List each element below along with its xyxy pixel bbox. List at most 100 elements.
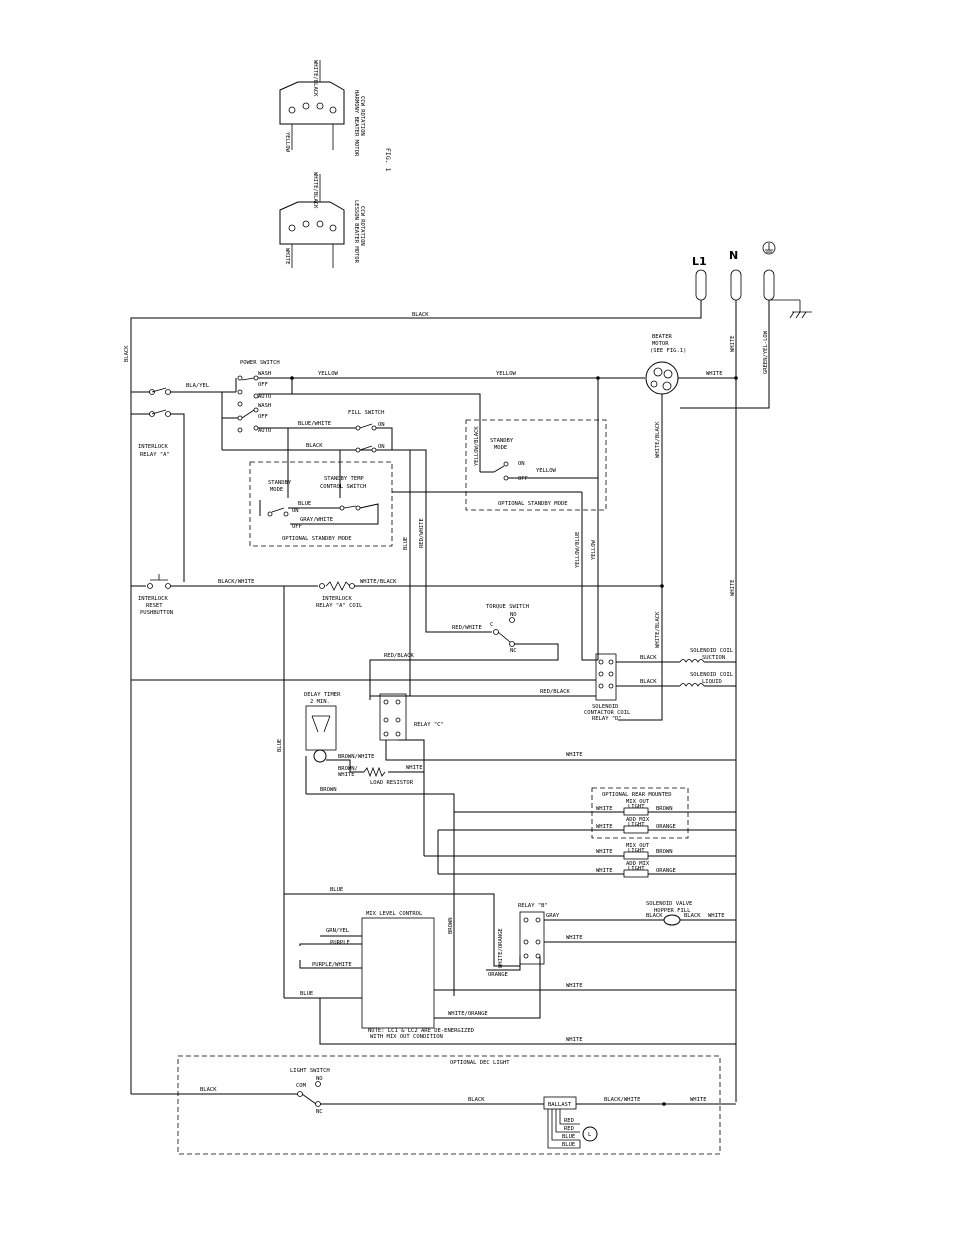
standby-left-box-label: OPTIONAL STANDBY MODE — [282, 536, 352, 542]
wire-black-dec: BLACK — [200, 1087, 217, 1093]
sol-liquid-l2: LIQUID — [702, 679, 722, 685]
wire-white-valve: WHITE — [708, 913, 725, 919]
light-1-l1: MIX OUT — [626, 799, 650, 805]
wire-red-1: RED — [564, 1118, 574, 1124]
delay-l1: DELAY TIMER — [304, 692, 341, 698]
wire-black-fill: BLACK — [306, 443, 323, 449]
power-auto-2: AUTO — [258, 428, 271, 434]
wire-red-black-1: RED/BLACK — [384, 653, 414, 659]
wire-white-right: WHITE — [730, 579, 736, 596]
harmony-subtitle: CCW ROTATION — [359, 96, 365, 136]
beater-line2: MOTOR — [652, 341, 669, 347]
fig-1-details: FIG. 1 YELLOW WHITE/BLACK HARMONY BEATER… — [279, 60, 392, 268]
power-wash-2: WASH — [258, 403, 271, 409]
solenoid-valve-l1: SOLENOID VALVE — [646, 901, 692, 907]
wire-white-long: WHITE — [566, 752, 583, 758]
standby-left-on: ON — [292, 508, 299, 514]
sol-suction-l1: SOLENOID COIL — [690, 648, 734, 654]
fill-on-1: ON — [378, 422, 385, 428]
wire-black-white: BLACK/WHITE — [218, 579, 254, 585]
wire-blue-1: BLUE — [562, 1134, 575, 1140]
wire-white-l3: WHITE — [596, 849, 613, 855]
wire-white-black-coil: WHITE/BLACK — [360, 579, 397, 585]
wire-red-black-2: RED/BLACK — [540, 689, 570, 695]
wire-white-black-beater-2: WHITE/BLACK — [655, 611, 661, 648]
harmony-wire-left: YELLOW — [284, 132, 290, 153]
power-switch-title: POWER SWITCH — [240, 360, 280, 366]
reset-l1: INTERLOCK — [138, 596, 168, 602]
wire-white-l2: WHITE — [596, 824, 613, 830]
wire-white-beater: WHITE — [706, 371, 723, 377]
wire-brown: BROWN — [320, 787, 337, 793]
light-4-l1: ADD MIX — [626, 861, 650, 867]
interlock-relay-label: INTERLOCK — [138, 444, 168, 450]
standby-line2: MODE — [494, 445, 507, 451]
wire-white-n: WHITE — [730, 335, 736, 352]
standby-off: OFF — [518, 476, 528, 482]
beater-motor-icon — [645, 361, 679, 395]
wire-black-ballast: BLACK — [468, 1097, 485, 1103]
wire-yellow-blue: YELLOW/BLUE — [575, 532, 581, 568]
wire-blue-2: BLUE — [562, 1142, 575, 1148]
power-wash-1: WASH — [258, 371, 271, 377]
harmony-title: HARMONY BEATER MOTOR — [353, 90, 359, 157]
harmony-wire-right: WHITE/BLACK — [312, 60, 318, 97]
wire-blue-mix: BLUE — [300, 991, 313, 997]
reset-l3: PUSHBUTTON — [140, 610, 173, 616]
standby-left-mode2: MODE — [270, 487, 283, 493]
wire-yellow-standby: YELLOW — [536, 468, 557, 474]
wire-white-relayb: WHITE — [566, 935, 583, 941]
interlock-relay-label-2: RELAY "A" — [140, 452, 170, 458]
lesson-title: LESSON BEATER MOTOR — [353, 200, 359, 264]
mix-note1: NOTE: LC1 & LC2 ARE DE-ENERGIZED — [368, 1028, 474, 1034]
lesson-wire-right: WHITE/BLACK — [312, 172, 318, 209]
light-switch-com: COM — [296, 1083, 307, 1089]
light-1-l2: LIGHT — [628, 804, 645, 810]
wire-blue-relayb: BLUE — [330, 887, 343, 893]
wire-gray: GRAY — [546, 913, 560, 919]
mix-note2: WITH MIX OUT CONDITION — [370, 1034, 443, 1040]
interlock-coil-l2: RELAY "A" COIL — [316, 603, 363, 609]
wire-yellow-1: YELLOW — [318, 371, 339, 377]
wire-white-l4: WHITE — [596, 868, 613, 874]
light-3-l1: MIX OUT — [626, 843, 650, 849]
standby-left-mode1: STANDBY — [268, 480, 292, 486]
wire-white-mix: WHITE — [566, 983, 583, 989]
lesson-wire-left: WHITE — [284, 248, 290, 265]
rear-title: OPTIONAL REAR MOUNTED — [602, 792, 672, 798]
wire-white-ballast: WHITE — [690, 1097, 707, 1103]
wire-white-bottom: WHITE — [566, 1037, 583, 1043]
wire-blue-standby: BLUE — [298, 501, 311, 507]
wire-white-black-beater: WHITE/BLACK — [655, 421, 661, 458]
mix-level-title: MIX LEVEL CONTROL — [366, 911, 423, 917]
contactor-l2: CONTACTOR COIL — [584, 710, 631, 716]
beater-title: BEATER — [652, 334, 673, 340]
wire-black-top: BLACK — [412, 312, 429, 318]
relay-c-label: RELAY "C" — [414, 722, 444, 728]
standby-box-label: OPTIONAL STANDBY MODE — [498, 501, 568, 507]
l1-label: L1 — [692, 255, 707, 268]
wire-green-yel: GREEN/YEL-LOW — [763, 330, 769, 374]
light-rows: WHITE WHITE WHITE WHITE BROWN ORANGE BRO… — [423, 772, 736, 878]
wire-black-sol1: BLACK — [640, 655, 657, 661]
light-switch-nc: NC — [316, 1109, 323, 1115]
power-off-1: OFF — [258, 382, 268, 388]
power-supply: L1 N — [692, 241, 812, 319]
wire-purple: PURPLE — [330, 940, 350, 946]
wire-blue-vert: BLUE — [403, 537, 409, 550]
torque-c: C — [490, 622, 493, 628]
wire-black-valve-2: BLACK — [684, 913, 701, 919]
wire-black-left: BLACK — [124, 345, 130, 362]
wire-white-l1: WHITE — [596, 806, 613, 812]
interlock-coil-l1: INTERLOCK — [322, 596, 352, 602]
wire-orange-l2: ORANGE — [656, 824, 676, 830]
contactor-l3: RELAY "D" — [592, 716, 622, 722]
standby-left-temp1: STANDBY TEMP — [324, 476, 364, 482]
wire-black-valve: BLACK — [646, 913, 663, 919]
wire-yellow-black: YELLOW/BLACK — [474, 426, 480, 466]
wire-black-sol2: BLACK — [640, 679, 657, 685]
load-resistor-label: LOAD RESISTOR — [370, 780, 414, 786]
light-switch-no: NO — [316, 1076, 323, 1082]
standby-title: STANDBY — [490, 438, 514, 444]
